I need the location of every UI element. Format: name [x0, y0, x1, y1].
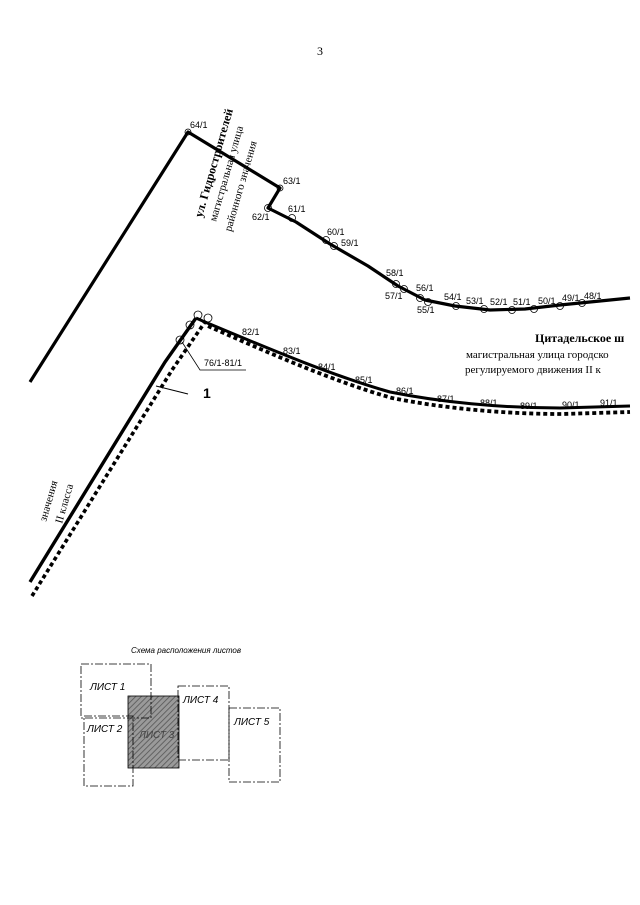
point-label: 83/1: [283, 346, 301, 356]
sheet-1-label: ЛИСТ 1: [89, 682, 125, 693]
point-label: 76/1-81/1: [204, 358, 242, 368]
sheet-3-label: ЛИСТ 3: [138, 730, 175, 741]
point-label: 51/1: [513, 297, 531, 307]
lower-boundary-solid-line: [28, 317, 198, 583]
callout-label: 1: [203, 385, 211, 401]
page-number: 3: [317, 44, 323, 58]
sheet-2-frame: [83, 715, 134, 787]
point-label: 90/1: [562, 400, 580, 410]
point-label: 91/1: [600, 398, 618, 408]
lower-point-markers: [175, 310, 213, 345]
point-label: 84/1: [318, 362, 336, 372]
point-label: 48/1: [584, 291, 602, 301]
point-label: 53/1: [466, 296, 484, 306]
point-label: 59/1: [341, 238, 359, 248]
point-label: 50/1: [538, 296, 556, 306]
point-label: 87/1: [437, 394, 455, 404]
point-label: 64/1: [190, 120, 208, 130]
citadel-boundary-solid-line: [195, 316, 631, 410]
point-label: 86/1: [396, 386, 414, 396]
street-type-citadel: магистральная улица городско: [466, 349, 609, 361]
point-label: 54/1: [444, 292, 462, 302]
point-label: 58/1: [386, 268, 404, 278]
upper-point-labels: 64/1 63/1 62/1 61/1 60/1 59/1 58/1 57/1 …: [190, 120, 602, 315]
sheet-1-frame: [80, 663, 152, 719]
upper-point-markers: [184, 128, 586, 314]
street-significance-citadel: регулируемого движения II к: [465, 364, 602, 376]
sheet-layout-scheme: Схема расположения листов ЛИСТ 1 ЛИСТ 2 …: [80, 646, 281, 787]
point-label: 85/1: [355, 375, 373, 385]
sheet-5-frame: [228, 707, 281, 783]
point-label: 63/1: [283, 176, 301, 186]
point-label: 52/1: [490, 297, 508, 307]
upper-boundary-line: [28, 130, 631, 383]
point-label: 62/1: [252, 212, 270, 222]
scheme-title: Схема расположения листов: [131, 646, 241, 655]
sheet-4-label: ЛИСТ 4: [182, 695, 219, 706]
point-label: 56/1: [416, 283, 434, 293]
point-label: 49/1: [562, 293, 580, 303]
lower-boundary-dashed-line: [30, 320, 207, 597]
point-label: 82/1: [242, 327, 260, 337]
point-label: 57/1: [385, 291, 403, 301]
point-label: 60/1: [327, 227, 345, 237]
sheet-4-frame: [177, 685, 230, 761]
callout-leader-line: [155, 385, 189, 395]
point-label: 55/1: [417, 305, 435, 315]
sheet-2-label: ЛИСТ 2: [86, 724, 123, 735]
point-label: 61/1: [288, 204, 306, 214]
citadel-boundary-dashed-line: [207, 324, 631, 416]
point-label: 88/1: [480, 398, 498, 408]
lower-point-labels: 76/1-81/1 82/1 83/1 84/1 85/1 86/1 87/1 …: [204, 327, 618, 411]
point-label: 89/1: [520, 401, 538, 411]
point-76-leader-line: [181, 341, 246, 371]
sheet-3-hatched: [127, 695, 180, 769]
street-name-citadel: Цитадельское ш: [535, 331, 624, 345]
sheet-5-label: ЛИСТ 5: [233, 717, 270, 728]
